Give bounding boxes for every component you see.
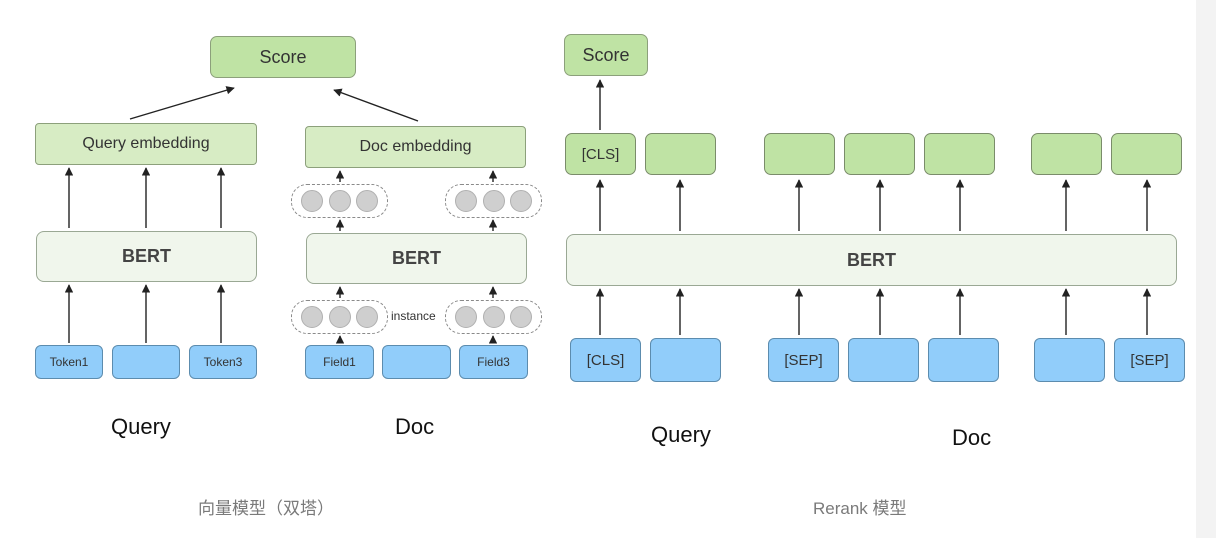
dot: [328, 306, 351, 328]
dot: [301, 306, 324, 328]
doc-output-pill-left: [291, 184, 388, 218]
doc-field-3-label: Field3: [477, 355, 510, 369]
doc-bert-box: BERT: [306, 233, 527, 284]
query-token-2: [112, 345, 180, 379]
right-bottom-token-3: [SEP]: [768, 338, 839, 382]
doc-bert-label: BERT: [392, 248, 441, 268]
right-bottom-token-6: [1034, 338, 1105, 382]
right-top-token-1-label: [CLS]: [581, 145, 620, 163]
left-query-label: Query: [111, 414, 171, 439]
query-token-3-label: Token3: [203, 355, 243, 369]
right-bottom-token-7-label: [SEP]: [1130, 351, 1169, 369]
dot: [455, 190, 478, 212]
dot: [509, 190, 532, 212]
doc-input-pill-right: [445, 300, 542, 334]
right-top-token-3: [764, 133, 835, 175]
doc-input-pill-left: [291, 300, 388, 334]
right-bottom-token-5: [928, 338, 999, 382]
arrow: [129, 86, 235, 120]
query-token-1: Token1: [35, 345, 103, 379]
doc-output-pill-right: [445, 184, 542, 218]
right-bottom-token-7: [SEP]: [1114, 338, 1185, 382]
right-bottom-token-1: [CLS]: [570, 338, 641, 382]
right-top-token-7: [1111, 133, 1182, 175]
dot: [355, 190, 378, 212]
dot: [482, 306, 505, 328]
right-doc-label: Doc: [952, 425, 992, 450]
dot: [482, 190, 505, 212]
right-score-label: Score: [582, 44, 630, 65]
right-bottom-token-3-label: [SEP]: [784, 351, 823, 369]
query-embedding-box: Query embedding: [35, 123, 257, 165]
dot: [355, 306, 378, 328]
right-bottom-token-4: [848, 338, 919, 382]
dot: [301, 190, 324, 212]
right-top-token-6: [1031, 133, 1102, 175]
right-bottom-token-2: [650, 338, 721, 382]
query-token-1-label: Token1: [49, 355, 89, 369]
doc-field-1: Field1: [305, 345, 374, 379]
rerank-bert-box: BERT: [566, 234, 1177, 286]
query-bert-label: BERT: [122, 246, 171, 266]
right-top-token-2: [645, 133, 716, 175]
right-top-token-4: [844, 133, 915, 175]
right-query-label: Query: [651, 422, 711, 447]
doc-field-2: [382, 345, 451, 379]
doc-embedding-label: Doc embedding: [359, 138, 472, 155]
doc-embedding-box: Doc embedding: [305, 126, 526, 168]
left-score-label: Score: [259, 46, 307, 67]
right-caption: Rerank 模型: [813, 499, 907, 518]
left-doc-label: Doc: [395, 414, 435, 439]
left-score-box: Score: [210, 36, 356, 78]
instance-label: instance: [391, 309, 436, 323]
doc-field-1-label: Field1: [323, 355, 356, 369]
right-top-token-1: [CLS]: [565, 133, 636, 175]
query-bert-box: BERT: [36, 231, 257, 282]
right-top-token-5: [924, 133, 995, 175]
rerank-bert-label: BERT: [847, 249, 896, 270]
dot: [328, 190, 351, 212]
query-token-3: Token3: [189, 345, 257, 379]
right-bottom-token-1-label: [CLS]: [586, 351, 625, 369]
doc-field-3: Field3: [459, 345, 528, 379]
dot: [509, 306, 532, 328]
query-embedding-label: Query embedding: [82, 135, 210, 152]
arrow: [333, 88, 419, 122]
right-margin-strip: [1196, 0, 1216, 538]
right-score-box: Score: [564, 34, 648, 76]
dot: [455, 306, 478, 328]
left-caption: 向量模型（双塔）: [198, 499, 334, 518]
